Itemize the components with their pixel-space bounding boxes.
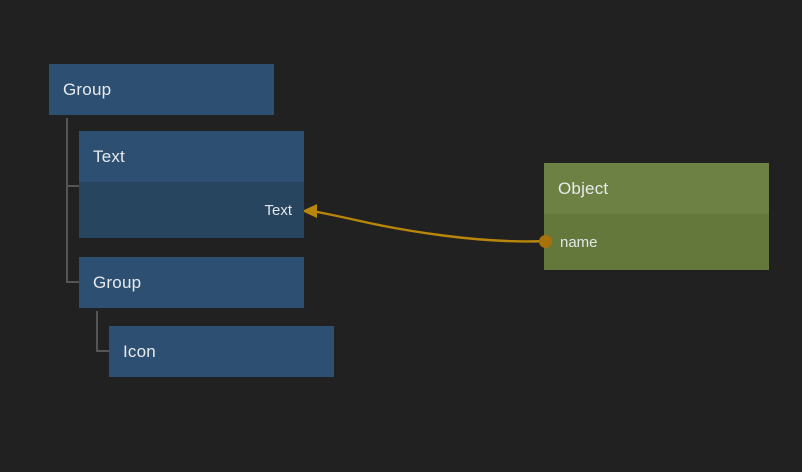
node-row-label: Text <box>264 201 292 219</box>
node-title: Group <box>93 273 142 292</box>
node-header[interactable]: Group <box>49 64 274 115</box>
node-title: Icon <box>123 342 156 361</box>
tree-link-group-to-text-and-group <box>66 118 79 283</box>
node-body: Text <box>79 182 304 238</box>
node-header[interactable]: Object <box>544 163 769 214</box>
connection-wire-name-to-text[interactable] <box>310 209 547 243</box>
connection-arrowhead-icon <box>302 204 317 218</box>
tree-link-group-to-icon <box>96 311 109 352</box>
node-group-root[interactable]: Group <box>49 64 274 115</box>
node-title: Group <box>63 80 112 99</box>
node-header[interactable]: Group <box>79 257 304 308</box>
node-title: Object <box>558 179 609 198</box>
node-row-property-name[interactable]: name <box>544 214 769 270</box>
node-title: Text <box>93 147 125 166</box>
node-body: name <box>544 214 769 270</box>
node-object[interactable]: Object name <box>544 163 769 270</box>
node-text[interactable]: Text Text <box>79 131 304 238</box>
output-port-dot-name[interactable] <box>538 234 552 248</box>
node-group-child[interactable]: Group <box>79 257 304 308</box>
node-header[interactable]: Icon <box>109 326 334 377</box>
node-row-output-text[interactable]: Text <box>79 182 304 238</box>
node-header[interactable]: Text <box>79 131 304 182</box>
node-icon[interactable]: Icon <box>109 326 334 377</box>
node-row-label: name <box>560 233 598 251</box>
